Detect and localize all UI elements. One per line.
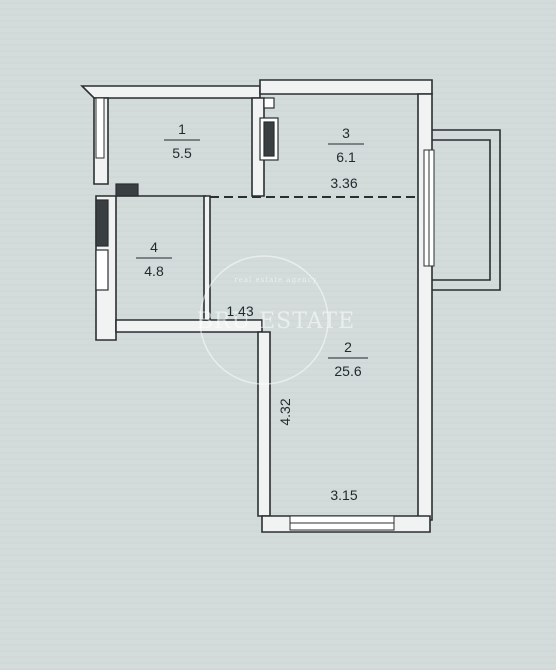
watermark-brand: BRU ESTATE (197, 309, 355, 334)
room-3-area: 6.1 (336, 149, 356, 165)
room-1-area: 5.5 (172, 145, 192, 161)
windows (95, 97, 435, 531)
dimension-3-36: 3.36 (330, 175, 357, 191)
room-3-number: 3 (342, 125, 350, 141)
room-2-area: 25.6 (334, 363, 361, 379)
dimension-3-15: 3.15 (330, 487, 357, 503)
room-2-label: 2 25.6 (328, 339, 368, 379)
room-2-number: 2 (344, 339, 352, 355)
room-1-number: 1 (178, 121, 186, 137)
fixtures (95, 97, 279, 291)
dimension-1-43: 1.43 (226, 303, 253, 319)
room-4-label: 4 4.8 (136, 239, 172, 279)
dimension-4-32: 4.32 (277, 398, 293, 425)
watermark-tagline: real estate agency (234, 276, 317, 284)
room-3-label: 3 6.1 (328, 125, 364, 165)
room-4-area: 4.8 (144, 263, 164, 279)
room-1-label: 1 5.5 (164, 121, 200, 161)
room-4-number: 4 (150, 239, 158, 255)
watermark: BRU ESTATE real estate agency (197, 255, 355, 385)
